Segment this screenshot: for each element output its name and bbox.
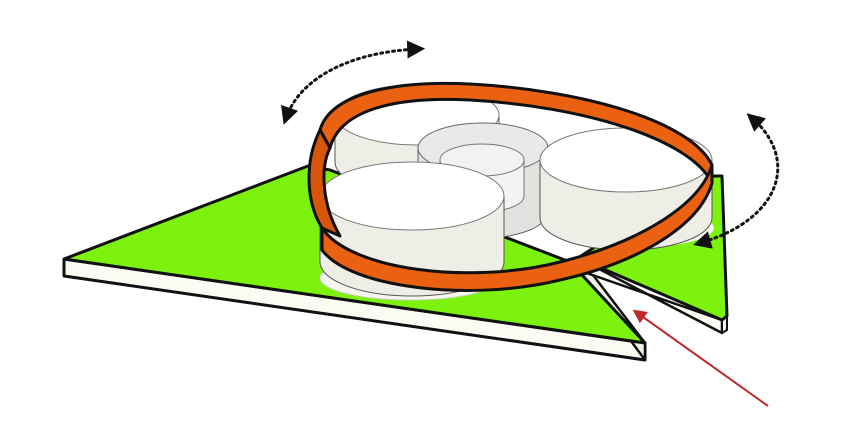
rotation-arrow-right [693, 113, 780, 249]
red-entrance-arrow [632, 309, 769, 407]
rotation-arrow-top [281, 40, 426, 125]
